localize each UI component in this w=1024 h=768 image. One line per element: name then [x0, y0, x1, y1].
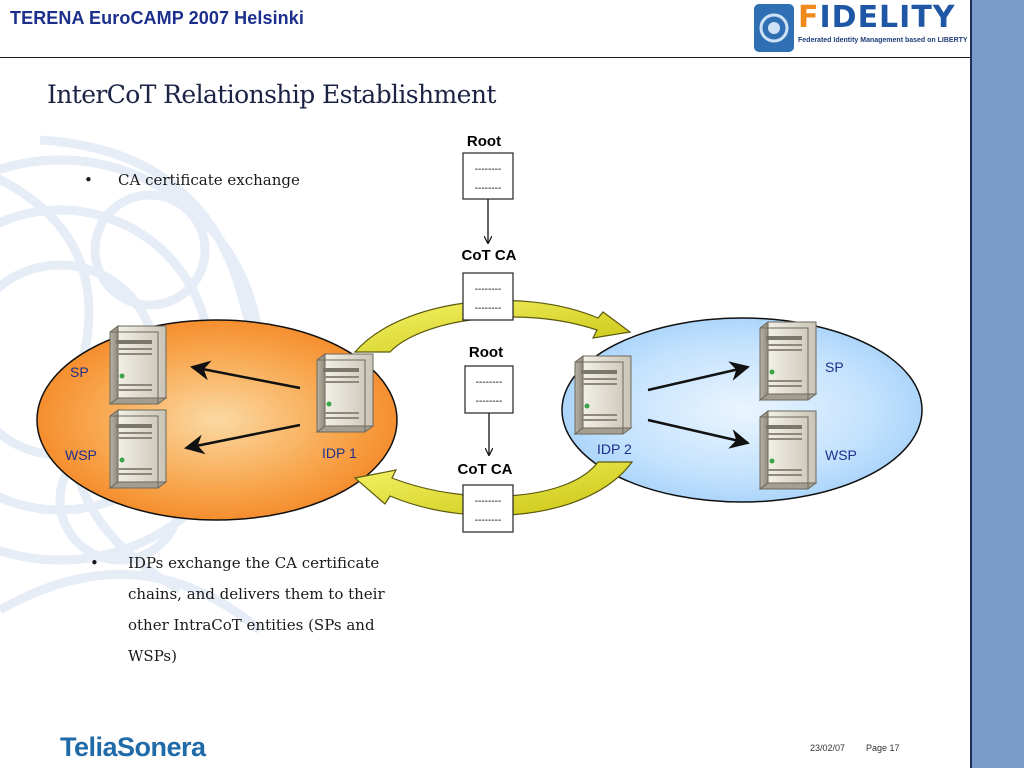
bullet-text: CA certificate exchange: [118, 171, 300, 189]
cert-line: --------: [476, 396, 503, 407]
idp1-to-sp-arrow: [190, 360, 301, 390]
idp1-server-icon: [316, 353, 374, 433]
left-wsp-label: WSP: [65, 447, 97, 463]
idp2-label: IDP 2: [597, 441, 632, 457]
exchange-arrow-bottom: [353, 461, 634, 516]
logo-wordmark: FIDELITY: [798, 0, 956, 35]
left-wsp-server-icon: [109, 409, 167, 489]
left-sp-server-icon: [109, 325, 167, 405]
exchange-arrow-top: [353, 299, 632, 353]
bullet-text: IDPs exchange the CA certificate chains,…: [128, 554, 385, 665]
bullet-dot: •: [84, 171, 93, 189]
idp2-to-sp-arrow: [647, 361, 750, 392]
cert-line: --------: [475, 303, 502, 314]
top-cot-ca-cert-box: [462, 272, 514, 321]
cert-line: --------: [475, 284, 502, 295]
idp2-to-wsp-arrow: [647, 418, 750, 449]
fidelity-logo: FIDELITY Federated Identity Management b…: [754, 0, 968, 54]
slide-header: TERENA EuroCAMP 2007 Helsinki FIDELITY F…: [0, 0, 970, 58]
right-wsp-server-icon: [759, 410, 817, 490]
bottom-cot-ca-label: CoT CA: [458, 461, 513, 478]
teliasonera-logo: TeliaSonera: [60, 732, 206, 762]
cert-line: --------: [475, 496, 502, 507]
bullet-dot: •: [90, 554, 99, 572]
mid-root-cert-box: [464, 365, 514, 414]
right-wsp-label: WSP: [825, 447, 857, 463]
right-domain-ellipse: [561, 317, 923, 503]
cert-line: --------: [475, 183, 502, 194]
right-sp-label: SP: [825, 359, 844, 375]
footer-page-number: Page 17: [866, 743, 900, 753]
right-sp-server-icon: [759, 321, 817, 401]
cert-line: --------: [475, 515, 502, 526]
left-sp-label: SP: [70, 364, 89, 380]
idp2-server-icon: [574, 355, 632, 435]
bottom-cot-ca-cert-box: [462, 484, 514, 533]
fidelity-emblem-icon: [754, 4, 794, 52]
slide-title: InterCoT Relationship Establishment: [47, 80, 496, 109]
mid-root-label: Root: [469, 344, 503, 361]
header-title: TERENA EuroCAMP 2007 Helsinki: [10, 8, 304, 28]
footer-date: 23/02/07: [810, 743, 846, 753]
cot-diagram: Root -------- -------- CoT CA -------- -…: [36, 133, 923, 533]
logo-tagline: Federated Identity Management based on L…: [798, 37, 968, 44]
top-cot-ca-label: CoT CA: [462, 247, 517, 264]
top-root-label: Root: [467, 133, 501, 150]
cert-line: --------: [475, 164, 502, 175]
idp1-to-wsp-arrow: [184, 423, 301, 455]
cert-line: --------: [476, 377, 503, 388]
idp1-label: IDP 1: [322, 445, 357, 461]
right-decorative-bar: [970, 0, 1024, 768]
